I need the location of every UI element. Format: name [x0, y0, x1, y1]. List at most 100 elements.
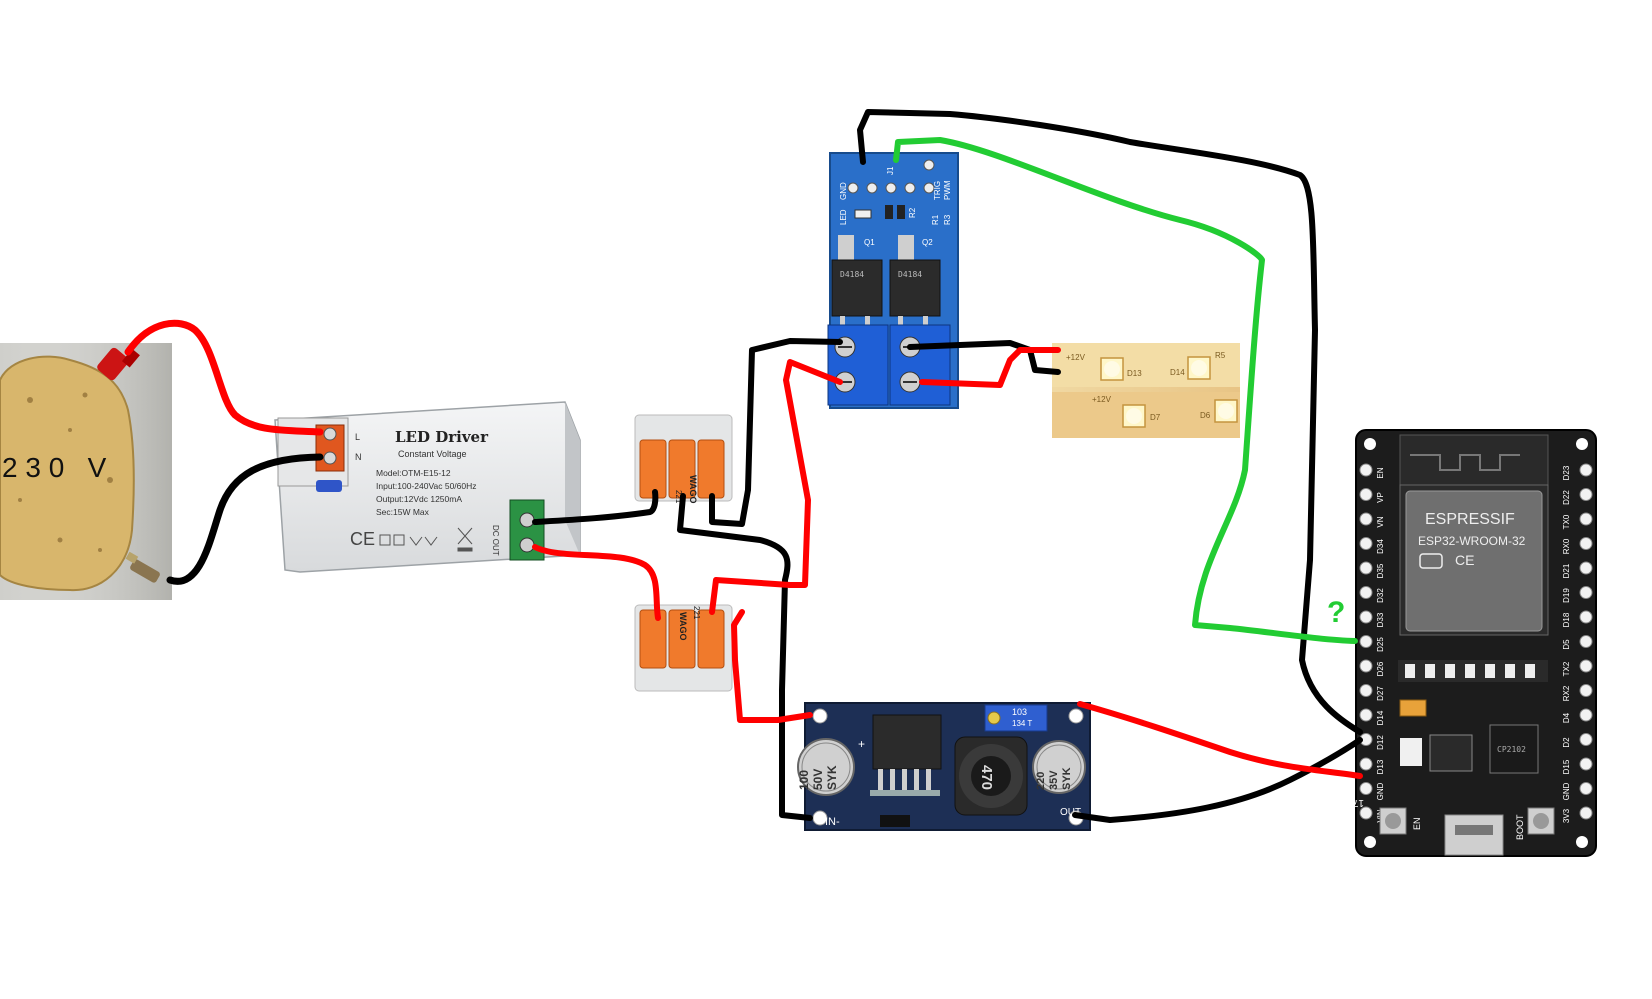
mosfet-chip-1-mark: Q1 — [864, 238, 875, 247]
mosfet-module: GND J1 TRIG PWM LED R2 R1 R3 D4184 Q1 D4… — [827, 152, 959, 409]
buck-converter: 100 50V SYK 470 103 134 T — [797, 702, 1091, 831]
buck-out-label: OUT — [1060, 807, 1081, 818]
led-strip: +12V D13 D14 R5 +12V D7 D6 — [1052, 343, 1240, 438]
mosfet-chip-2 — [889, 235, 941, 328]
terminal-n-label: N — [355, 452, 362, 462]
strip-label-d6: D6 — [1200, 411, 1211, 420]
esp32-header-pin — [1359, 757, 1373, 771]
esp32-silk-code: 1752 — [1341, 797, 1364, 808]
terminal-l-label: L — [355, 432, 360, 442]
mosfet-chip-2-label: D4184 — [898, 270, 922, 279]
black-probe — [125, 551, 160, 583]
esp32-module: ESP32-WROOM-32 — [1418, 534, 1526, 548]
wago-connector-top: WAGO 221 — [634, 414, 733, 504]
pot-code: 103 — [1012, 707, 1027, 717]
regulator-ic — [870, 714, 942, 796]
cap-left-value: 100 — [797, 770, 811, 790]
esp32-pin-label-d33: D33 — [1376, 612, 1385, 627]
esp32-pin-label-vp: VP — [1376, 492, 1385, 503]
question-mark-annotation: ? — [1327, 596, 1345, 629]
led-driver-model: Model:OTM-E15-12 — [376, 468, 451, 478]
ce-mark: CE — [350, 529, 375, 549]
led-driver-output: Output:12Vdc 1250mA — [376, 494, 462, 504]
cap-right-value: 220 — [1035, 772, 1047, 790]
esp32-header-pin — [1579, 684, 1593, 697]
esp32-header-pin — [1359, 512, 1373, 526]
esp32-header-pin — [1579, 561, 1593, 575]
esp32-header-pin — [1579, 537, 1593, 550]
cap-right-brand: SYK — [1061, 767, 1073, 790]
esp32-header-pin — [1579, 586, 1593, 599]
esp32-pin-label-d35: D35 — [1376, 563, 1385, 578]
esp32-pin-label-d19: D19 — [1562, 588, 1571, 603]
led-driver-input: Input:100-240Vac 50/60Hz — [376, 481, 477, 491]
regulator-chip — [1429, 734, 1473, 772]
strip-label-12v-1: +12V — [1066, 353, 1086, 362]
wire-signal-ground — [857, 109, 1363, 735]
wire-ac-live — [124, 319, 324, 436]
mosfet-header-pins — [847, 159, 935, 194]
esp32-pin-label-vn: VN — [1376, 516, 1385, 527]
esp32-header-pin — [1579, 659, 1593, 673]
mosfet-chip-1-label: D4184 — [840, 270, 864, 279]
esp32-header-pin — [1359, 684, 1373, 697]
cap-left-brand: SYK — [825, 765, 839, 790]
esp32-brand: ESPRESSIF — [1425, 511, 1515, 528]
wago-connector-bottom: WAGO 221 — [634, 604, 733, 692]
en-button[interactable] — [1379, 807, 1407, 835]
esp32-pin-label-d15: D15 — [1562, 759, 1571, 774]
esp32-pin-label-d4: D4 — [1562, 712, 1571, 723]
esp32-pin-label-d26: D26 — [1376, 661, 1385, 676]
inductor-value: 470 — [978, 765, 995, 790]
header-j1-label: J1 — [886, 166, 895, 175]
wago-top-brand: WAGO — [688, 475, 698, 504]
esp32-header-pin — [1359, 708, 1373, 722]
resistor-r1-label: R1 — [931, 214, 940, 225]
micro-usb-port[interactable] — [1444, 814, 1504, 856]
mosfet-input-terminal — [827, 324, 889, 406]
led-driver: L N LED Driver Constant Voltage Model:OT… — [274, 401, 581, 573]
led-indicator — [854, 209, 872, 219]
potato-body — [0, 355, 135, 592]
header-trig-label: TRIG — [933, 181, 942, 200]
wire-ac-neutral — [166, 453, 324, 585]
wago-top-model: 221 — [674, 490, 683, 504]
esp32-pin-label-d5: D5 — [1562, 639, 1571, 650]
esp32-pin-label-d34: D34 — [1376, 539, 1385, 554]
esp32-pin-label-3v3: 3V3 — [1562, 808, 1571, 823]
en-button-label: EN — [1412, 817, 1422, 830]
led-driver-sec: Sec:15W Max — [376, 507, 430, 517]
esp32-header-pin — [1359, 561, 1373, 575]
strip-label-r5: R5 — [1215, 351, 1226, 360]
mosfet-chip-2-mark: Q2 — [922, 238, 933, 247]
wire-esp32-vin — [1077, 701, 1363, 779]
esp32-pin-label-gnd: GND — [1376, 782, 1385, 800]
wago-bottom-brand: WAGO — [678, 612, 688, 641]
inductor — [954, 736, 1028, 816]
certification-icons — [379, 527, 473, 552]
esp32-header-pin — [1579, 782, 1593, 795]
esp32-header-pin — [1579, 708, 1593, 722]
wire-buck-input-positive — [731, 609, 813, 723]
mosfet-chip-1 — [831, 235, 883, 328]
strip-label-d7: D7 — [1150, 413, 1161, 422]
esp32-pin-label-d22: D22 — [1562, 490, 1571, 505]
led-glow — [1104, 360, 1234, 424]
input-capacitor — [797, 738, 855, 796]
resistor-r3-label: R3 — [943, 214, 952, 225]
esp32-header-pin — [1359, 537, 1373, 550]
esp32-header-pin — [1359, 782, 1373, 795]
power-source-potato: 2 3 0 V — [0, 343, 172, 600]
buck-plus-sign: + — [858, 737, 865, 751]
esp32-pin-label-d27: D27 — [1376, 686, 1385, 701]
wifi-icon — [1419, 553, 1443, 569]
esp32-header-pin — [1359, 586, 1373, 599]
boot-button[interactable] — [1527, 807, 1555, 835]
strip-label-12v-2: +12V — [1092, 395, 1112, 404]
esp32-header-pin — [1359, 488, 1373, 501]
led-driver-subtitle: Constant Voltage — [398, 449, 467, 459]
header-pwm-label: PWM — [943, 180, 952, 200]
wire-dc-negative-driver — [532, 489, 659, 525]
wire-pwm-signal — [893, 137, 1358, 644]
